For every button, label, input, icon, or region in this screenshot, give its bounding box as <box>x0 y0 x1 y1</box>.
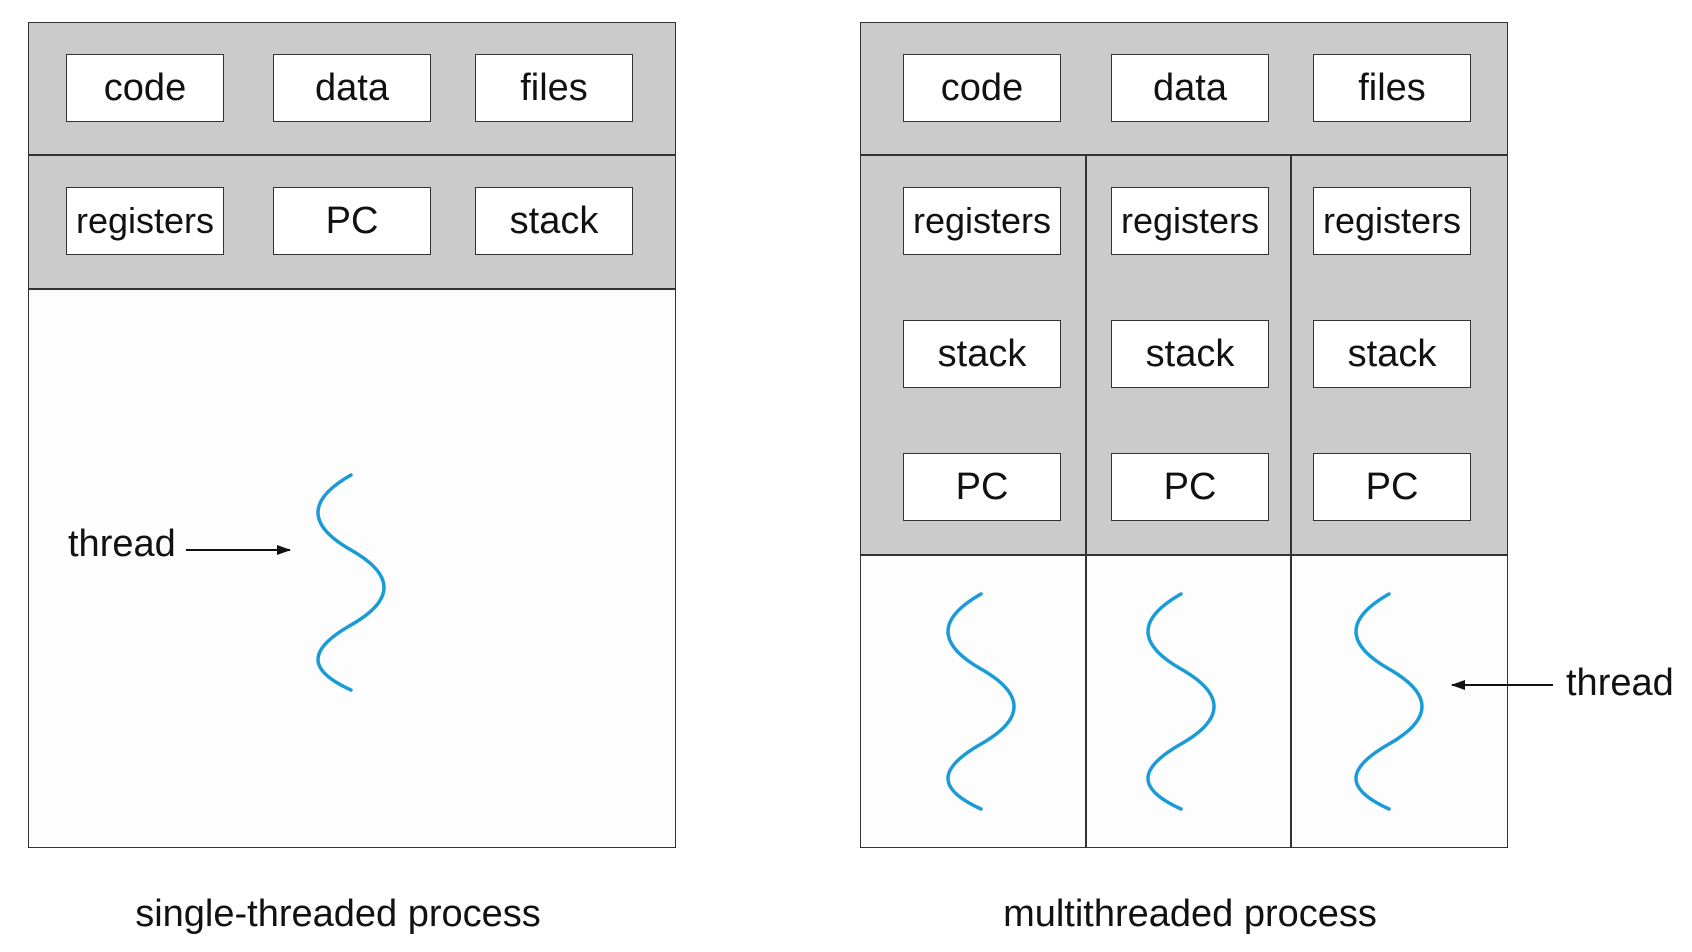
multi-thread1-wave-icon <box>946 592 1016 811</box>
multi-code-box: code <box>903 54 1061 122</box>
multi-thread1-registers-box: registers <box>903 187 1061 255</box>
single-registers-box: registers <box>66 187 224 255</box>
single-code-box: code <box>66 54 224 122</box>
single-divider-top <box>28 154 676 156</box>
multi-thread1-stack-box: stack <box>903 320 1061 388</box>
multi-thread1-pc-box: PC <box>903 453 1061 521</box>
multi-thread3-stack-box: stack <box>1313 320 1471 388</box>
single-caption: single-threaded process <box>135 893 541 935</box>
multi-divider-bottom <box>860 554 1508 556</box>
multi-data-box: data <box>1111 54 1269 122</box>
multi-thread2-stack-box: stack <box>1111 320 1269 388</box>
single-thread-label: thread <box>68 523 176 565</box>
multi-thread3-pc-box: PC <box>1313 453 1471 521</box>
single-stack-box: stack <box>475 187 633 255</box>
single-divider-bottom <box>28 288 676 290</box>
single-files-box: files <box>475 54 633 122</box>
multi-thread-divider-2 <box>1290 154 1292 848</box>
single-thread-wave-icon <box>316 473 386 692</box>
multi-thread2-pc-box: PC <box>1111 453 1269 521</box>
multi-thread-divider-1 <box>1085 154 1087 848</box>
multi-caption: multithreaded process <box>1003 893 1377 935</box>
single-pc-box: PC <box>273 187 431 255</box>
multi-thread2-registers-box: registers <box>1111 187 1269 255</box>
multi-thread-label: thread <box>1566 662 1674 704</box>
multi-thread3-wave-icon <box>1354 592 1424 811</box>
multi-divider-top <box>860 154 1508 156</box>
multi-thread3-registers-box: registers <box>1313 187 1471 255</box>
multi-files-box: files <box>1313 54 1471 122</box>
single-data-box: data <box>273 54 431 122</box>
multi-thread2-wave-icon <box>1146 592 1216 811</box>
